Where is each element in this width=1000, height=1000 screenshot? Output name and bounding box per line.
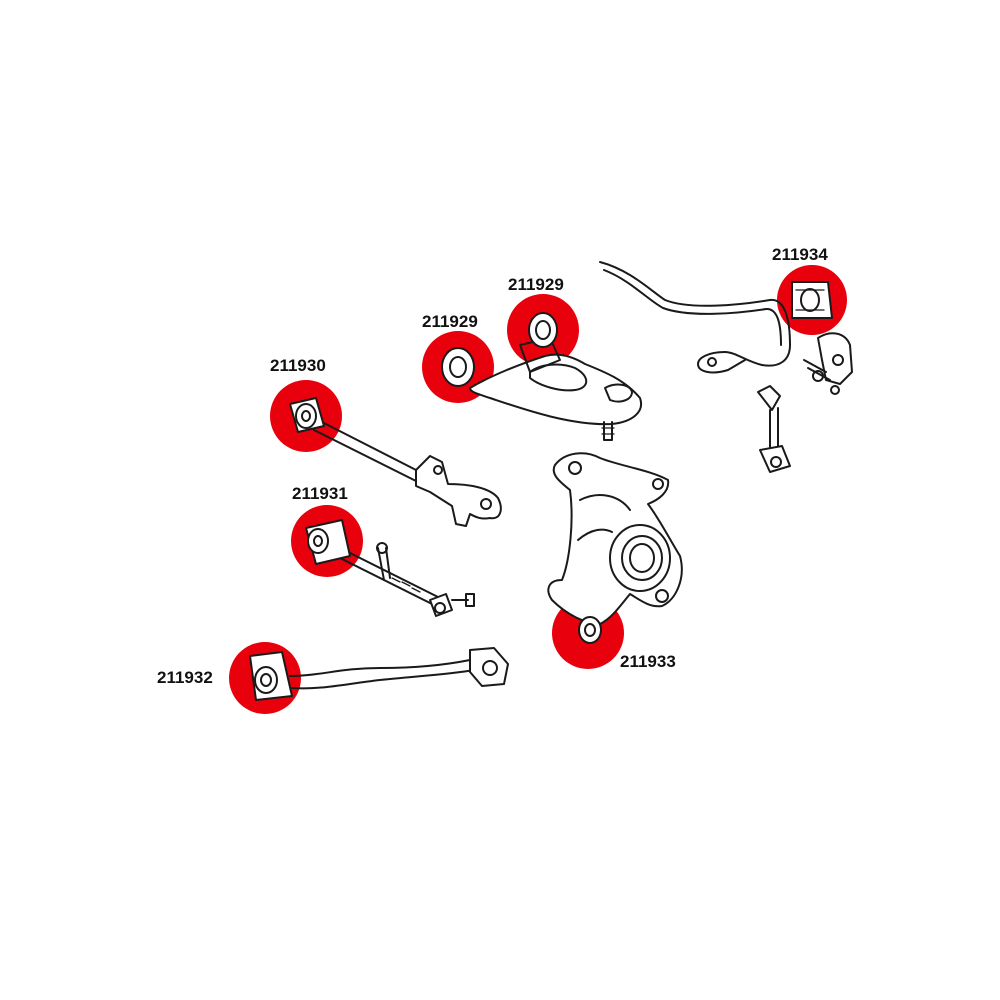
label-knuckle: 211933 — [620, 652, 676, 671]
label-upper-arm-rear: 211929 — [508, 275, 564, 294]
label-arm-211931: 211931 — [292, 484, 348, 503]
stabilizer-assembly — [599, 261, 853, 473]
arm-211931 — [305, 519, 475, 617]
label-arm-211932: 211932 — [157, 668, 213, 687]
arm-211930 — [289, 397, 502, 527]
label-arm-211930: 211930 — [270, 356, 326, 375]
steering-knuckle — [547, 452, 683, 644]
upper-control-arm — [441, 312, 643, 441]
part-labels: 211934 211929 211929 211930 211931 21193… — [157, 245, 828, 687]
label-stabilizer: 211934 — [772, 245, 828, 264]
label-upper-arm-front: 211929 — [422, 312, 478, 331]
arm-211932 — [249, 647, 509, 701]
